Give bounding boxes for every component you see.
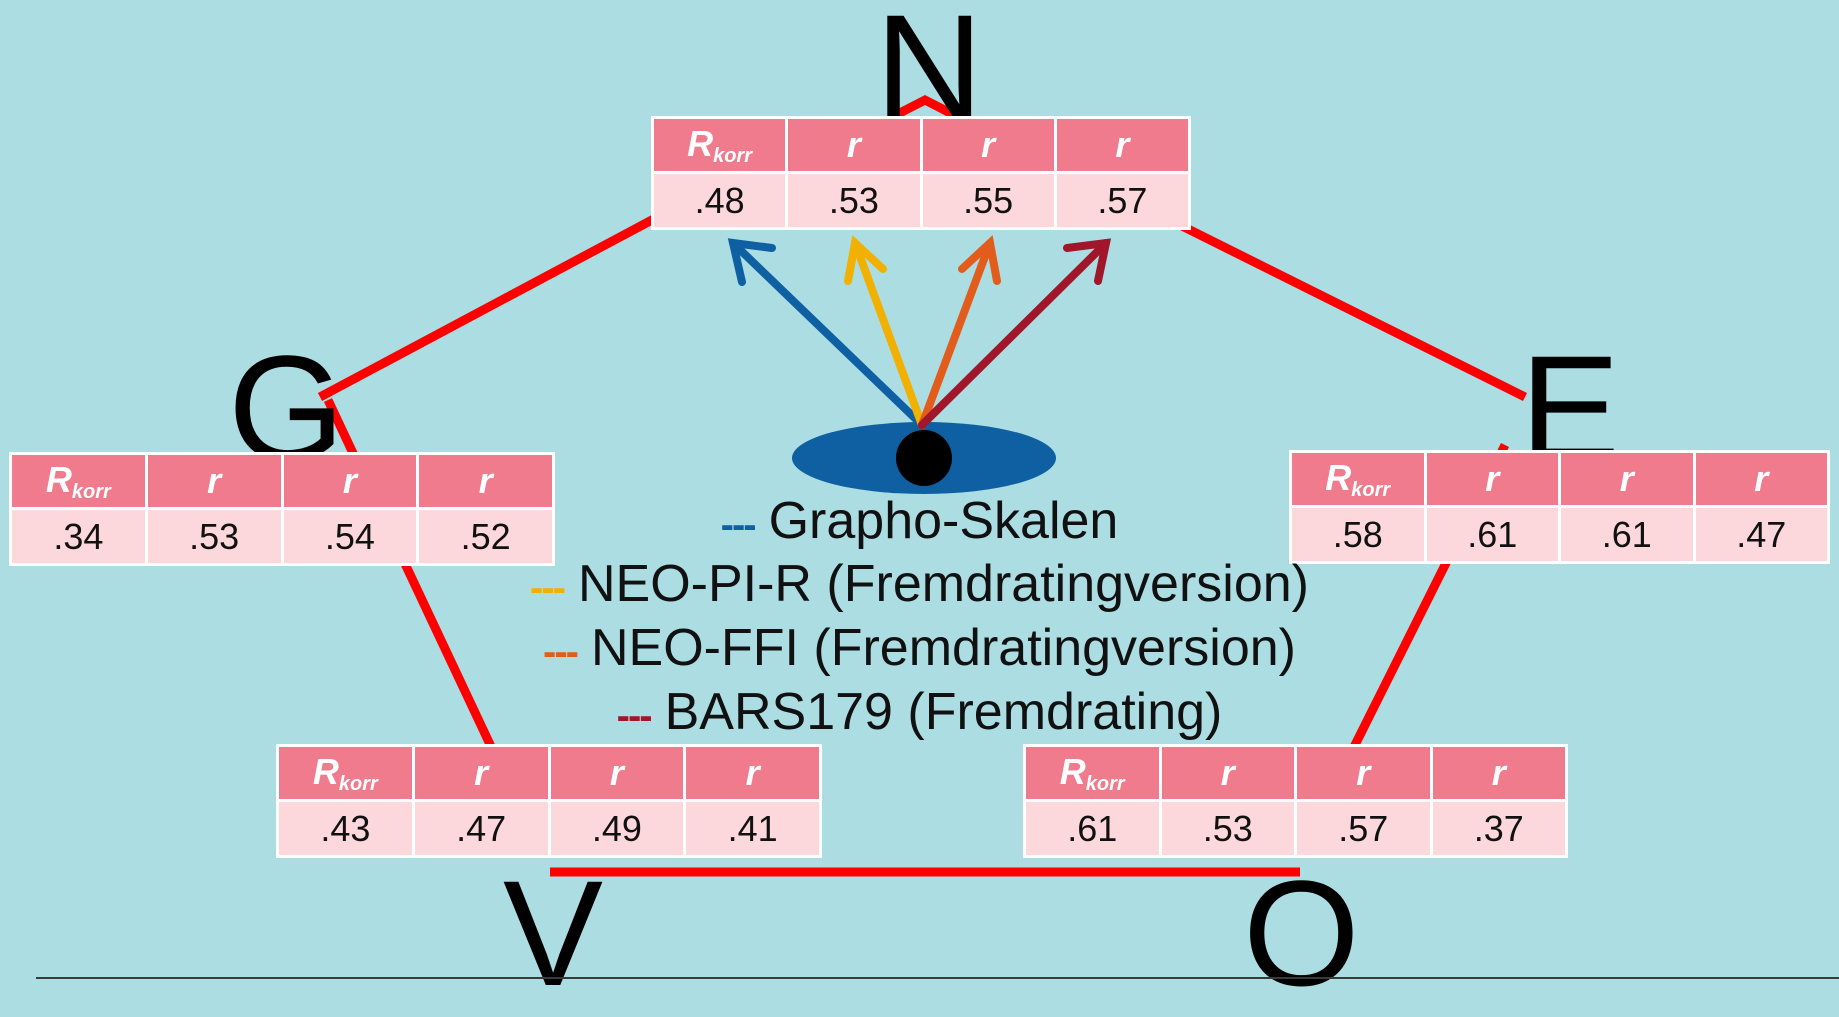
bottom-divider: [36, 977, 1839, 979]
header-r: r: [1558, 450, 1696, 508]
pentagon-edge-g-n: [317, 201, 683, 401]
arrow-neo-pi-r: [844, 235, 926, 429]
table-o: Rkorr r r r .61 .53 .57 .37: [1023, 744, 1568, 858]
header-r: r: [144, 452, 284, 510]
header-rkorr: Rkorr: [9, 452, 148, 510]
value-cell: .47: [411, 799, 551, 858]
header-r: r: [1053, 116, 1192, 174]
value-cell: .52: [416, 507, 555, 566]
value-cell: .49: [547, 799, 687, 858]
value-cell: .61: [1023, 799, 1162, 858]
value-cell: .61: [1423, 505, 1561, 564]
arrow-neo-ffi: [918, 235, 1001, 429]
node-label-o: O: [1243, 849, 1360, 1017]
pentagon-edge-n-peak: [887, 94, 963, 123]
header-r: r: [411, 744, 551, 802]
pentagon-edge-n-e: [1177, 220, 1528, 402]
value-cell: .57: [1053, 171, 1192, 230]
legend-item-grapho: --- Grapho-Skalen: [0, 495, 1839, 547]
value-cell: .54: [280, 507, 420, 566]
header-r: r: [1294, 744, 1433, 802]
legend-label-neo-ffi: NEO-FFI (Fremdratingversion): [590, 619, 1296, 677]
value-cell: .48: [650, 171, 789, 230]
legend-label-bars179: BARS179 (Fremdrating): [664, 683, 1223, 741]
header-r: r: [280, 452, 420, 510]
legend-dash-bars179: ---: [616, 694, 653, 738]
value-cell: .43: [276, 799, 415, 858]
value-cell: .61: [1558, 505, 1696, 564]
pentagon-and-arrows: [317, 94, 1528, 877]
table-e: Rkorr r r r .58 .61 .61 .47: [1289, 450, 1830, 564]
table-g: Rkorr r r r .34 .53 .54 .52: [9, 452, 555, 566]
header-rkorr: Rkorr: [276, 744, 415, 802]
legend-item-bars179: --- BARS179 (Fremdrating): [0, 686, 1839, 738]
legend-dash-grapho: ---: [720, 503, 757, 547]
node-label-v: V: [503, 849, 604, 1017]
value-cell: .47: [1692, 505, 1830, 564]
arrow-bars179: [918, 238, 1112, 429]
value-cell: .34: [9, 507, 148, 566]
table-n: Rkorr r r r .48 .53 .55 .57: [650, 116, 1192, 230]
legend-label-neo-pi-r: NEO-PI-R (Fremdratingversion): [577, 555, 1309, 613]
header-rkorr: Rkorr: [1023, 744, 1162, 802]
header-r: r: [547, 744, 687, 802]
table-v: Rkorr r r r .43 .47 .49 .41: [276, 744, 822, 858]
header-r: r: [683, 744, 822, 802]
header-rkorr: Rkorr: [650, 116, 789, 174]
value-cell: .57: [1294, 799, 1433, 858]
value-cell: .53: [1158, 799, 1297, 858]
header-rkorr: Rkorr: [1289, 450, 1427, 508]
pupil-icon: [896, 430, 952, 486]
legend-label-grapho: Grapho-Skalen: [768, 492, 1119, 550]
header-r: r: [1158, 744, 1297, 802]
value-cell: .53: [785, 171, 923, 230]
value-cell: .37: [1429, 799, 1568, 858]
header-r: r: [1429, 744, 1568, 802]
value-cell: .41: [683, 799, 822, 858]
header-r: r: [919, 116, 1057, 174]
header-r: r: [416, 452, 555, 510]
value-cell: .58: [1289, 505, 1427, 564]
header-r: r: [1423, 450, 1561, 508]
value-cell: .55: [919, 171, 1057, 230]
legend-item-neo-ffi: --- NEO-FFI (Fremdratingversion): [0, 622, 1839, 674]
legend-dash-neo-ffi: ---: [543, 630, 579, 674]
value-cell: .53: [144, 507, 284, 566]
legend-item-neo-pi-r: --- NEO-PI-R (Fremdratingversion): [0, 558, 1839, 610]
header-r: r: [785, 116, 923, 174]
legend-dash-neo-pi-r: ---: [530, 566, 566, 610]
header-r: r: [1692, 450, 1830, 508]
arrow-grapho: [727, 238, 926, 429]
